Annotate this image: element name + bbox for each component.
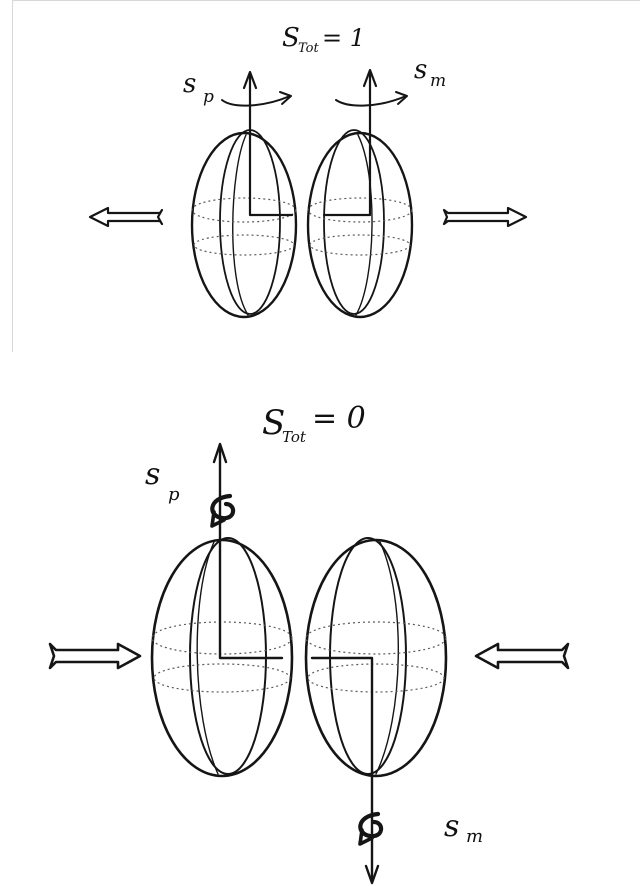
total-spin-subscript: Tot xyxy=(298,41,319,56)
muon-spin-symbol: s xyxy=(444,809,459,844)
proton-spin-arrow xyxy=(212,442,284,660)
muon-spin-subscript: m xyxy=(466,826,483,847)
muon-spin-arrow xyxy=(322,68,378,217)
left-outward-arrow xyxy=(88,206,164,228)
panel-frame-left xyxy=(12,0,13,352)
bottom-panel-stot-0: S Tot = 0 s p s m xyxy=(0,376,642,886)
right-ellipsoid xyxy=(304,537,448,778)
muon-spin-subscript: m xyxy=(430,71,446,91)
left-inward-arrow xyxy=(48,642,142,670)
right-ellipsoid xyxy=(306,129,414,319)
bottom-diagram: S Tot = 0 s p s m xyxy=(48,401,570,885)
right-inward-arrow xyxy=(474,642,570,670)
left-ellipsoid xyxy=(150,537,294,778)
proton-spin-symbol: s xyxy=(145,457,160,492)
total-spin-subscript: Tot xyxy=(282,428,307,446)
proton-spin-arrow xyxy=(242,70,294,217)
total-spin-symbol: S xyxy=(282,23,300,53)
right-outward-arrow xyxy=(442,206,528,228)
muon-spin-arrow xyxy=(310,656,380,885)
left-ellipsoid xyxy=(190,129,298,319)
panel-frame-top xyxy=(12,0,640,1)
total-spin-value: = 0 xyxy=(312,401,366,436)
proton-spin-symbol: s xyxy=(183,69,196,99)
muon-rotation-icon xyxy=(358,811,384,846)
proton-spin-subscript: p xyxy=(203,87,214,107)
muon-spin-symbol: s xyxy=(414,55,427,85)
top-diagram: S Tot = 1 s p s m xyxy=(88,23,528,319)
top-panel-stot-1: S Tot = 1 s p s m xyxy=(0,0,642,360)
total-spin-value: = 1 xyxy=(322,24,365,52)
muon-rotation-icon xyxy=(335,91,408,107)
proton-spin-subscript: p xyxy=(168,484,180,505)
proton-rotation-icon xyxy=(221,91,292,107)
proton-rotation-icon xyxy=(210,493,236,528)
total-spin-symbol: S xyxy=(262,403,285,443)
